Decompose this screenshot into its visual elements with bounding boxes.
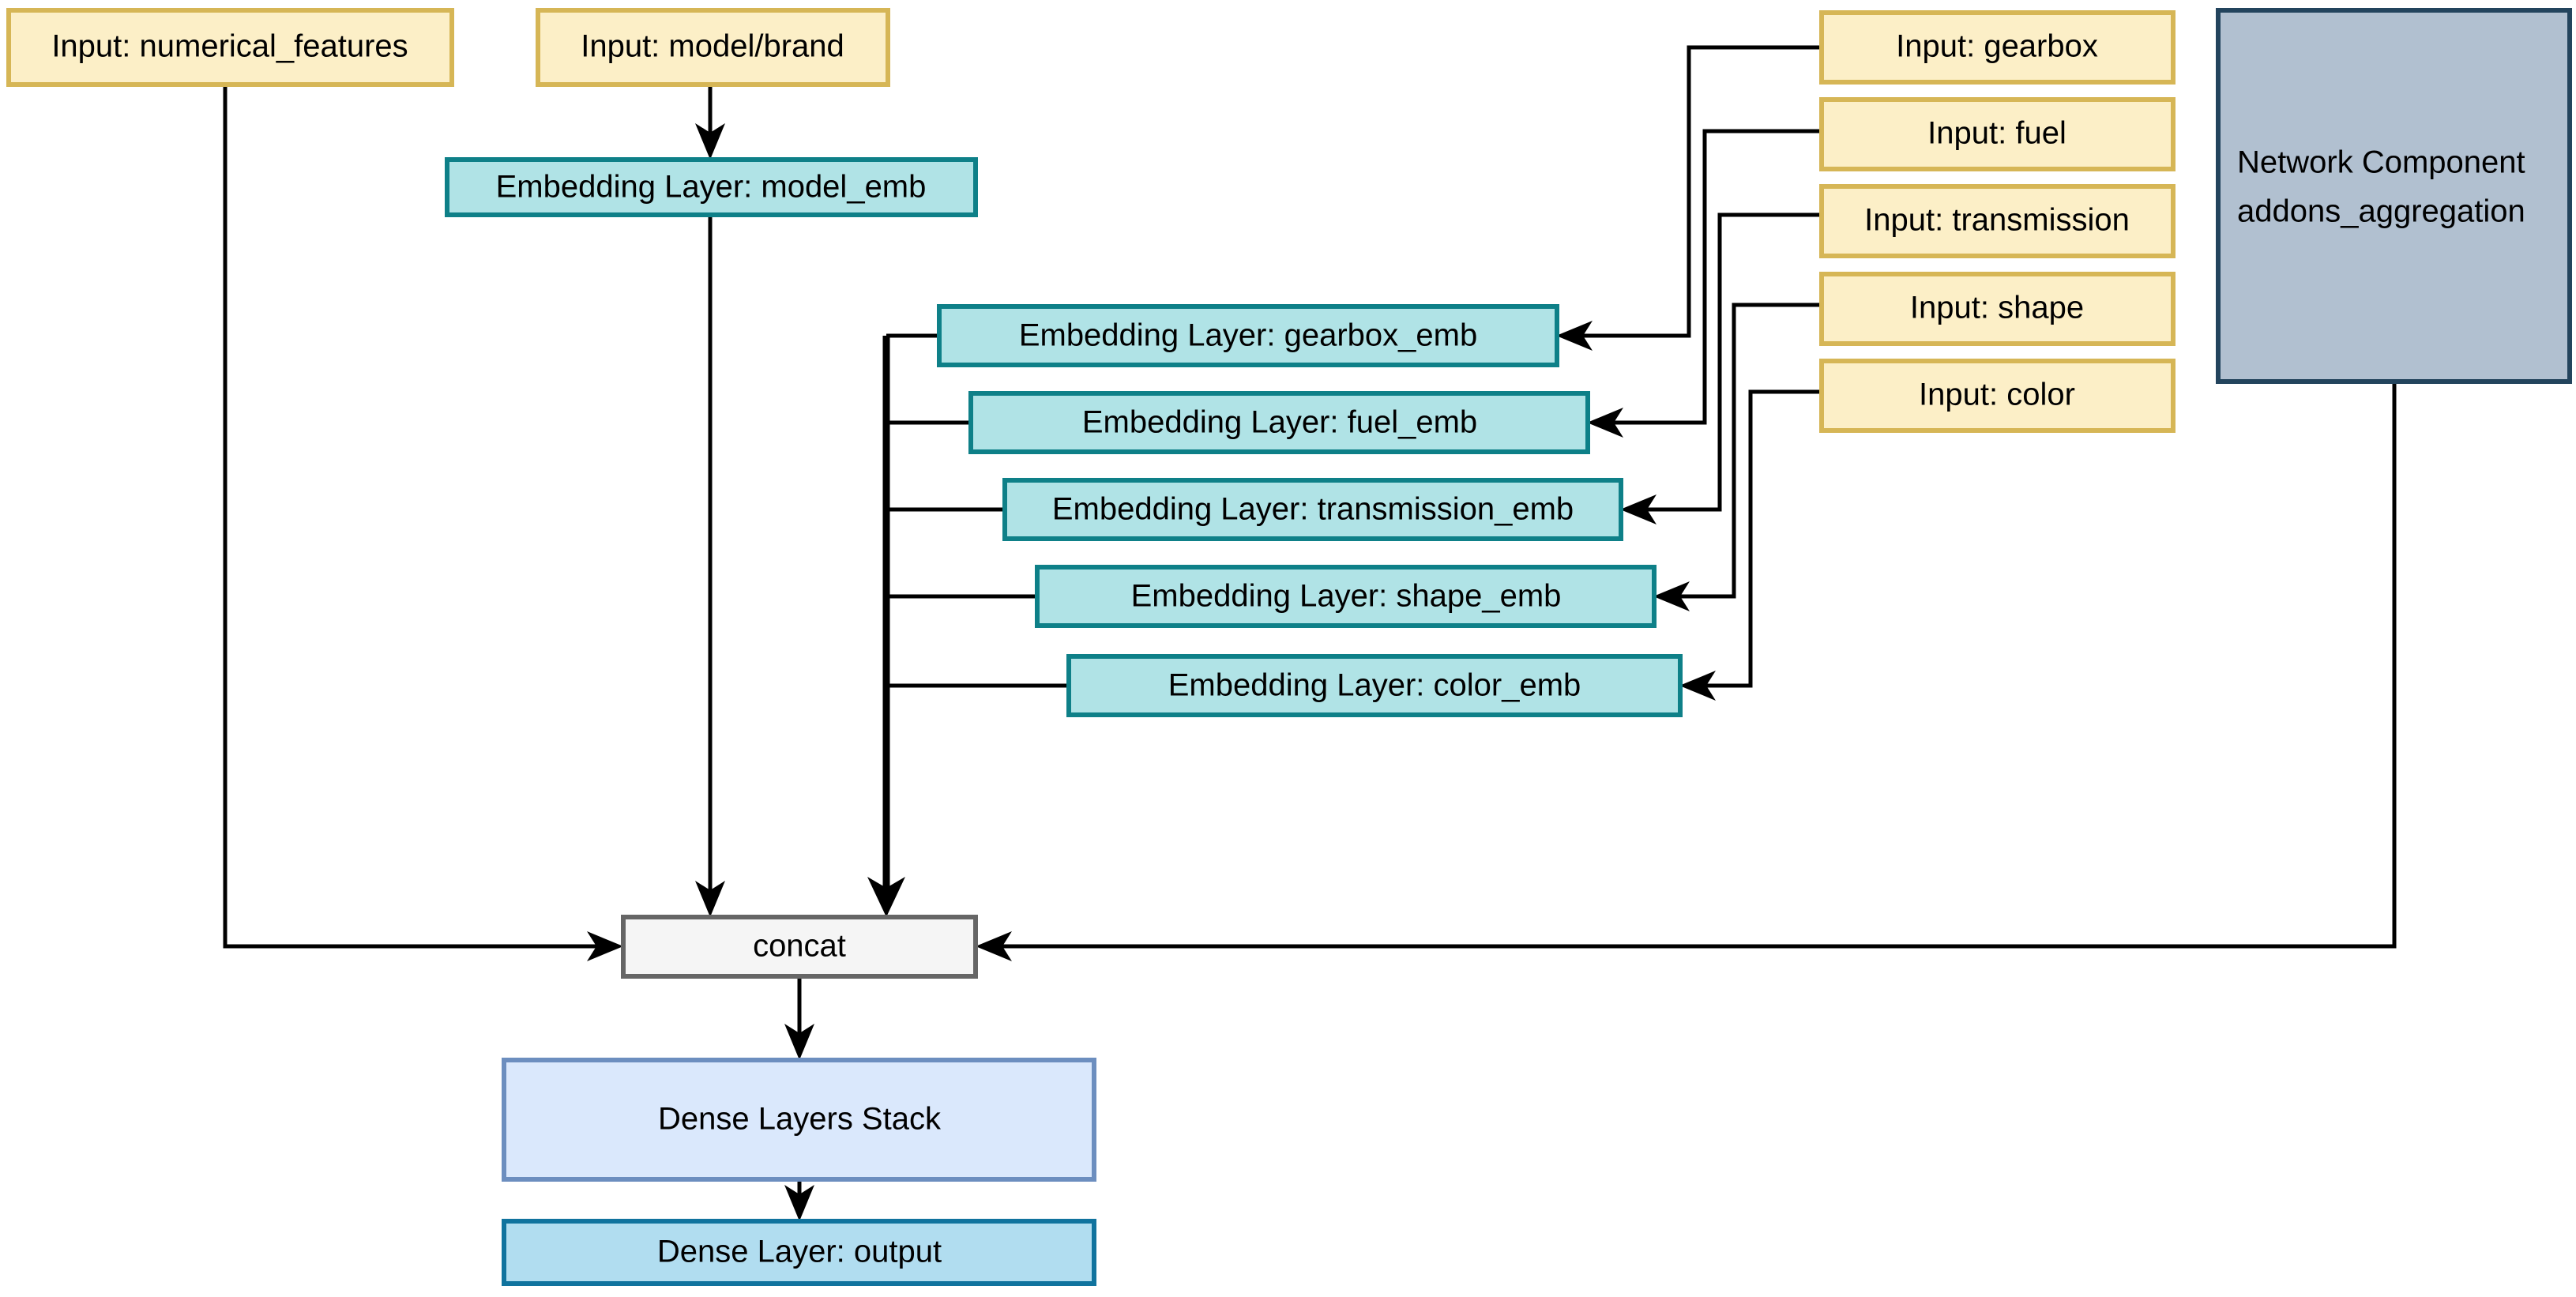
node-input-numerical-features-box[interactable] (6, 8, 454, 87)
edge-gearbox-to-gearbox-emb (1573, 45, 1822, 338)
node-dense-layers-stack-box[interactable] (502, 1058, 1096, 1182)
edge-fuel-to-fuel-emb (1604, 129, 1822, 425)
node-embedding-fuel-emb-box[interactable] (968, 391, 1590, 454)
node-embedding-gearbox-emb-box[interactable] (937, 304, 1559, 367)
node-embedding-shape-emb[interactable]: Embedding Layer: shape_emb (1035, 565, 1657, 628)
edge-network-component-to-concat (992, 382, 2397, 949)
arrowhead-model-emb-to-concat (695, 881, 725, 917)
node-embedding-model-emb-box[interactable] (445, 157, 978, 217)
arrowhead-numerical-to-concat (587, 931, 623, 961)
node-input-transmission-box[interactable] (1819, 184, 2175, 258)
node-input-fuel[interactable]: Input: fuel (1819, 97, 2175, 171)
node-embedding-color-emb[interactable]: Embedding Layer: color_emb (1066, 654, 1683, 717)
node-input-model-brand[interactable]: Input: model/brand (536, 8, 890, 87)
node-embedding-shape-emb-label: Embedding Layer: shape_emb (1131, 579, 1562, 614)
arrowhead-fuel-to-fuel-emb (1587, 408, 1623, 438)
edge-color-to-color-emb (1696, 389, 1822, 688)
node-input-color-label: Input: color (1919, 378, 2075, 412)
node-embedding-shape-emb-box[interactable] (1035, 565, 1657, 628)
node-dense-layer-output-label: Dense Layer: output (657, 1235, 942, 1269)
node-input-model-brand-label: Input: model/brand (581, 29, 844, 64)
arrowhead-dense-stack-to-dense-output (784, 1185, 814, 1221)
node-embedding-gearbox-emb[interactable]: Embedding Layer: gearbox_emb (937, 304, 1559, 367)
node-embedding-fuel-emb-label: Embedding Layer: fuel_emb (1082, 405, 1477, 440)
node-network-component-label-line1: Network Component (2237, 145, 2525, 180)
node-dense-layers-stack-label: Dense Layers Stack (658, 1102, 942, 1137)
arrowhead-color-to-color-emb (1679, 671, 1716, 701)
node-input-model-brand-box[interactable] (536, 8, 890, 87)
node-network-component-addons-aggregation[interactable]: Network Component addons_aggregation (2216, 8, 2572, 384)
arrowhead-embedding-bus-to-concat (867, 877, 905, 917)
node-embedding-color-emb-label: Embedding Layer: color_emb (1168, 668, 1581, 703)
node-embedding-fuel-emb[interactable]: Embedding Layer: fuel_emb (968, 391, 1590, 454)
node-input-shape[interactable]: Input: shape (1819, 272, 2175, 346)
edge-shape-to-shape-emb (1670, 303, 1822, 599)
node-network-component-box[interactable] (2216, 8, 2572, 384)
node-input-gearbox-box[interactable] (1819, 10, 2175, 85)
edge-transmission-to-transmission-emb (1637, 212, 1822, 512)
node-input-numerical-features-label: Input: numerical_features (51, 29, 408, 64)
edge-numerical-features-to-concat (223, 85, 607, 949)
node-input-numerical-features[interactable]: Input: numerical_features (6, 8, 454, 87)
node-input-gearbox[interactable]: Input: gearbox (1819, 10, 2175, 85)
node-input-fuel-label: Input: fuel (1927, 116, 2066, 151)
node-input-shape-box[interactable] (1819, 272, 2175, 346)
node-embedding-model-emb-label: Embedding Layer: model_emb (496, 170, 927, 205)
node-input-color[interactable]: Input: color (1819, 359, 2175, 433)
node-concat[interactable]: concat (621, 915, 978, 979)
node-embedding-gearbox-emb-label: Embedding Layer: gearbox_emb (1019, 318, 1477, 353)
node-layer: Input: numerical_features Input: model/b… (6, 8, 2572, 1286)
node-input-transmission-label: Input: transmission (1864, 203, 2130, 238)
arrowhead-network-component-to-concat (976, 931, 1012, 961)
node-embedding-transmission-emb-box[interactable] (1002, 478, 1623, 541)
node-embedding-transmission-emb-label: Embedding Layer: transmission_emb (1052, 492, 1574, 527)
node-input-fuel-box[interactable] (1819, 97, 2175, 171)
node-input-transmission[interactable]: Input: transmission (1819, 184, 2175, 258)
node-concat-box[interactable] (621, 915, 978, 979)
edge-layer (223, 45, 2397, 1221)
node-embedding-transmission-emb[interactable]: Embedding Layer: transmission_emb (1002, 478, 1623, 541)
node-dense-layer-output[interactable]: Dense Layer: output (502, 1219, 1096, 1286)
arrowhead-transmission-to-transmission-emb (1620, 494, 1657, 524)
node-network-component-label-line2: addons_aggregation (2237, 194, 2525, 229)
arrowhead-model-brand-to-model-emb (695, 123, 725, 160)
arrowhead-gearbox-to-gearbox-emb (1556, 321, 1593, 351)
node-embedding-model-emb[interactable]: Embedding Layer: model_emb (445, 157, 978, 217)
arrowhead-concat-to-dense-stack (784, 1024, 814, 1060)
node-input-color-box[interactable] (1819, 359, 2175, 433)
node-dense-layer-output-box[interactable] (502, 1219, 1096, 1286)
node-input-shape-label: Input: shape (1910, 291, 2084, 325)
node-dense-layers-stack[interactable]: Dense Layers Stack (502, 1058, 1096, 1182)
arrowhead-shape-to-shape-emb (1653, 581, 1690, 611)
node-input-gearbox-label: Input: gearbox (1896, 29, 2098, 64)
node-concat-label: concat (753, 929, 846, 964)
node-embedding-color-emb-box[interactable] (1066, 654, 1683, 717)
